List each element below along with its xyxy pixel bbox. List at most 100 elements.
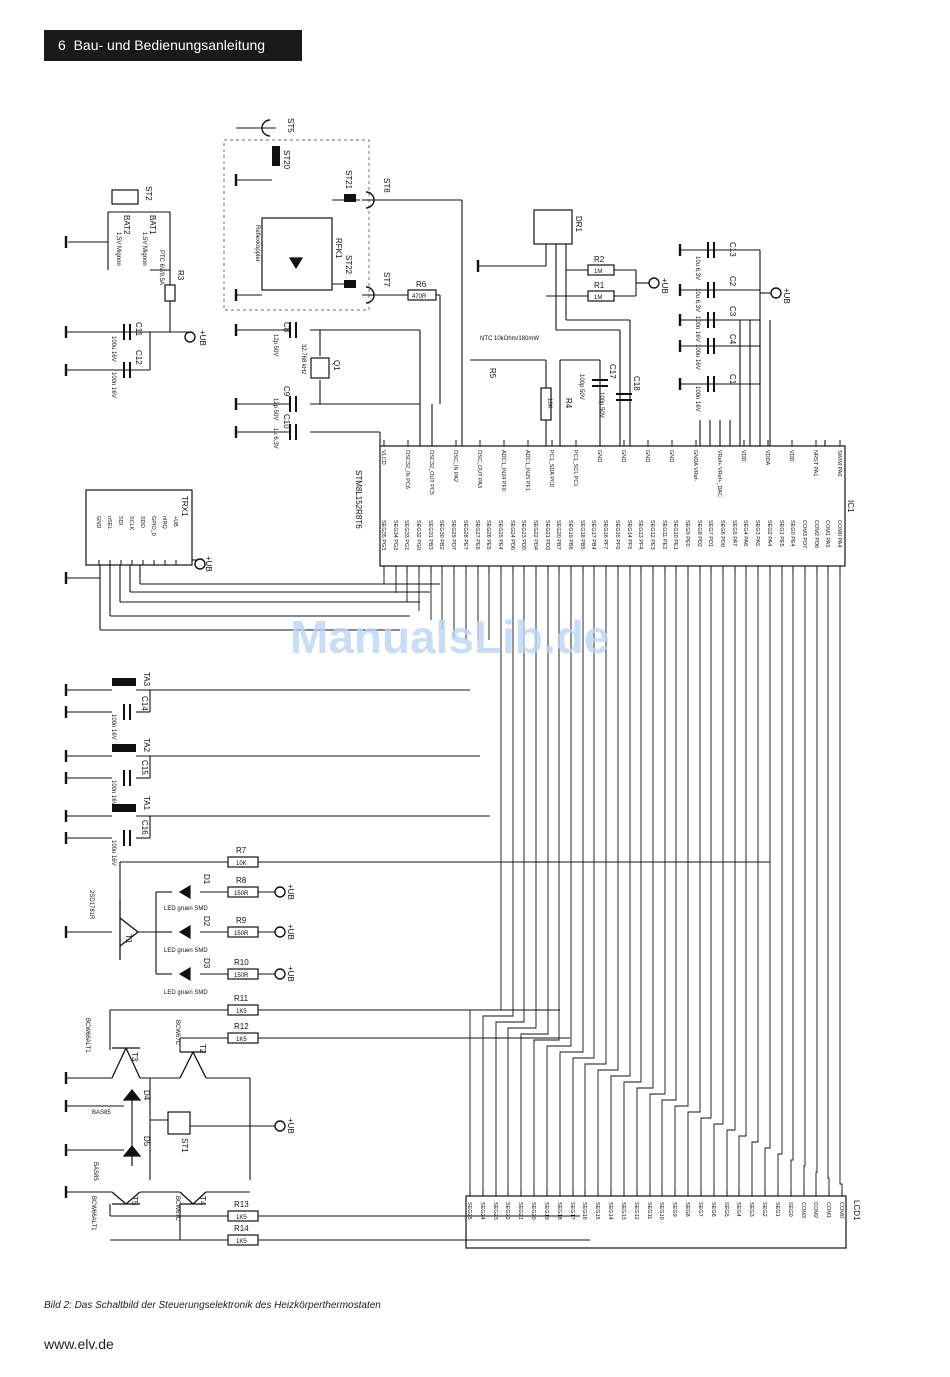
ic1-bottom-pin-label: SEG9 PE0 [684, 520, 690, 547]
ic1-top-pin-label: PC1_SDA PC0 [548, 450, 554, 487]
header-bar: 6 Bau- und Bedienungsanleitung [44, 30, 302, 61]
ic1-bottom-pin-label: SEG8 PD2 [696, 520, 702, 547]
rfk1-value: Reflexkoppler [254, 225, 260, 262]
c16-label: C16 [140, 820, 149, 835]
d2-value: LED gruen SMD [164, 948, 208, 954]
trx-pin-label: GPIO_0 [150, 516, 156, 536]
capacitor-symbols [123, 242, 715, 846]
r12-label: R12 [234, 1022, 249, 1031]
transistor-symbols [111, 900, 207, 1205]
ic1-bottom-pin-label: COM1 PA5 [824, 520, 830, 547]
seg-bus [383, 574, 843, 1190]
ic1-bottom-pin-label: SEG20 PB7 [555, 520, 561, 550]
c9-label: C9 [282, 386, 291, 397]
seg-bus-line [597, 574, 619, 1190]
lcd-pin-label: SEG8 [684, 1202, 690, 1217]
seg-bus-line [839, 574, 843, 1190]
ic1-top-pin-label: GND [644, 450, 650, 462]
ub-label-caps: +UB [782, 288, 791, 304]
ic1-bottom-pin-label: SEG34 PG2 [392, 520, 398, 550]
t5-value: BCW66ALT1 [90, 1196, 96, 1231]
ub-label-led2: +UB [286, 924, 295, 940]
r11-label: R11 [234, 994, 249, 1003]
ic1-bottom-pin-label: SEG19 PB6 [567, 520, 573, 550]
r4-label: R4 [564, 398, 573, 409]
document-title: Bau- und Bedienungsanleitung [73, 37, 266, 53]
c12-label: C12 [134, 350, 143, 365]
r2-label: R2 [594, 255, 605, 264]
seg-bus-line [507, 574, 537, 1190]
q1-value: 32.768 kHz [300, 344, 306, 374]
r9-value: 150R [234, 931, 249, 937]
seg-bus-line [559, 574, 584, 1190]
seg-bus-line [533, 574, 560, 1190]
ic1-bottom-pin-label: SEG26 PE5 [485, 520, 491, 550]
ic1-top-pin-label: PC1_SCL PC1 [572, 450, 578, 486]
r1-label: R1 [594, 281, 605, 290]
ic1-bottom-pin-label: SEG23 PD5 [520, 520, 526, 550]
c15-label: C15 [140, 760, 149, 775]
lcd-pin-label: COM2 [812, 1202, 818, 1218]
seg-bus-line [610, 574, 631, 1190]
lcd-pin-label: SEG7 [697, 1202, 703, 1217]
ic1-bottom-pin-label: SEG0 PE4 [789, 520, 795, 547]
ic1-bottom-pin-label: SEG5 PA7 [731, 520, 737, 546]
c17-label: C17 [608, 364, 617, 379]
st22-label: ST22 [344, 255, 353, 275]
watermark: ManualsLib.de [290, 611, 610, 663]
st20-label: ST20 [282, 150, 291, 170]
ic1-bottom-pin-label: SEG31 PB3 [427, 520, 433, 550]
r2-value: 1M [594, 269, 602, 275]
c2-value: 10u 6,3V [694, 288, 700, 312]
r3-label: R3 [176, 270, 185, 281]
r5-value: NTC 10kOhm/180mW [480, 336, 539, 342]
d1-value: LED gruen SMD [164, 906, 208, 912]
r9-label: R9 [236, 916, 247, 925]
r13-label: R13 [234, 1200, 249, 1209]
ic1-top-pin-label: ADC1_IN24 PF0 [500, 450, 506, 491]
ic1-bottom-pin-label: SEG29 PD7 [450, 520, 456, 550]
footer-website[interactable]: www.elv.de [44, 1336, 114, 1352]
c2-label: C2 [728, 276, 737, 287]
lcd-pin-label: SEG23 [492, 1202, 498, 1220]
lcd-pin-label: SEG20 [530, 1202, 536, 1220]
r10-value: 150R [234, 973, 249, 979]
ic1-top-pin-label: GND [596, 450, 602, 462]
c13-label: C13 [728, 242, 737, 257]
ic1-bottom-pin-label: SEG15 PF6 [614, 520, 620, 549]
t2-value: BCW67C [174, 1020, 180, 1046]
lcd-pin-label: SEG21 [517, 1202, 523, 1220]
c1-value: 100n 16V [694, 386, 700, 412]
d5-value: BAS85 [92, 1162, 98, 1181]
seg-bus-line [803, 574, 806, 1190]
t3-value: BCW66ALT1 [84, 1018, 90, 1053]
ic1-top-pin-label: VDD [788, 450, 794, 462]
seg-bus-line [482, 574, 514, 1190]
lcd-pin-label: COM1 [825, 1202, 831, 1218]
seg-bus-line [546, 574, 572, 1190]
ic1-bottom-pin-label: SEG24 PD6 [509, 520, 515, 550]
ic1-bottom-pin-label: SEG16 PF7 [602, 520, 608, 549]
r6-label: R6 [416, 280, 427, 289]
seg-bus-line [751, 574, 759, 1190]
ic1-bottom-pin-label: SEG11 PE2 [661, 520, 667, 549]
seg-bus-line [687, 574, 701, 1190]
c3-value: 100n 16V [694, 316, 700, 342]
ic1-bottom-pin-label: SEG7 PD1 [707, 520, 713, 547]
ic1-bottom-pin-label: SEG2 PA4 [766, 520, 772, 546]
st21-label: ST21 [344, 170, 353, 190]
bat2-type: 1,5V Mignon [115, 232, 121, 266]
r12-value: 1K5 [236, 1037, 247, 1043]
ic1-bottom-pin-label: SEG14 PF5 [626, 520, 632, 549]
ub-label-r1: +UB [660, 278, 669, 294]
lcd-pin-label: SEG24 [479, 1202, 485, 1220]
header-title: 6 Bau- und Bedienungsanleitung [58, 37, 265, 53]
ic1-top-pin-label: GND [668, 450, 674, 462]
seg-bus-line [764, 574, 771, 1190]
ub-label-bridge: +UB [286, 1118, 295, 1134]
trx-pin-label: SCLK [128, 516, 134, 531]
trx-pin-label: SDI [117, 516, 123, 526]
